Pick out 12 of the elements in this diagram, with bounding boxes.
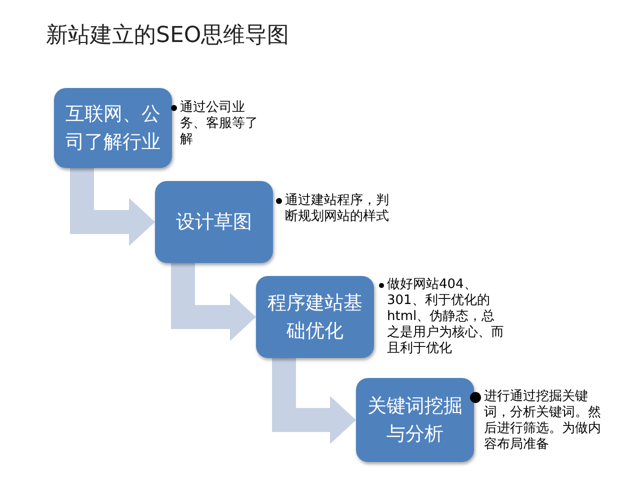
process-box: 设计草图 xyxy=(155,181,273,263)
bent-arrow xyxy=(171,263,256,341)
process-box: 程序建站基础优化 xyxy=(256,276,374,358)
note-text: 通过公司业务、客服等了解 xyxy=(180,100,259,148)
note-text: 通过建站程序，判断规划网站的样式 xyxy=(285,193,390,225)
title: 新站建立的SEO思维导图 xyxy=(46,22,290,50)
note-text: 进行通过挖掘关键词，分析关键词。然后进行筛选。为做内容布局准备 xyxy=(484,389,602,453)
note-text: 做好网站404、301、利于优化的html、伪静态，总之是用户为核心、而且利于优化 xyxy=(387,277,505,357)
bent-arrow xyxy=(272,358,356,444)
process-box: 关键词挖掘与分析 xyxy=(356,378,474,462)
bent-arrow xyxy=(70,168,155,246)
process-box: 互联网、公司了解行业 xyxy=(54,88,172,168)
